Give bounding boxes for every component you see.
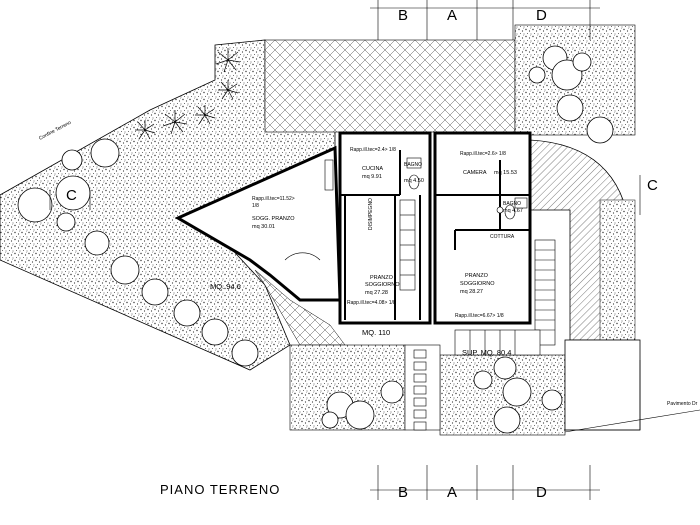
stairs [284,199,556,356]
pranzo-1-ratio: Rapp.ill.tec=4.08> 1/8 [347,300,396,306]
cottura-name: COTTURA [490,234,515,240]
bottom-right-paving [564,339,641,431]
sogg-name: SOGG. PRANZO [252,216,295,222]
sogg-area: mq 30.01 [252,224,275,230]
pranzo-2-name-2: SOGGIORNO [460,281,495,287]
axis-right-c: C [647,177,658,194]
trees [17,45,614,434]
pranzo-1-name-2: SOGGIORNO [365,282,400,288]
camera-ratio: Rapp.ill.tec=2.6> 1/8 [460,151,506,157]
axis-bottom-b: B [398,484,408,501]
axis-top-a: A [447,7,457,24]
bagno-2-area: mq 4.67 [503,208,523,214]
house [174,131,556,356]
lot-1-area: MQ. 94.6 [210,282,241,291]
pranzo-2-name: PRANZO [465,273,489,279]
axis-bottom-a: A [447,484,457,501]
sogg-ratio: Rapp.ill.tec=11.52> [252,196,295,202]
fixtures [324,157,528,220]
pranzo-1-name: PRANZO [370,275,394,281]
bagno-2-name: BAGNO [503,201,521,207]
axis-left-c: C [66,187,77,204]
lot-2-area: MQ. 110 [362,328,390,337]
stepping-stones [413,349,427,431]
cucina-area: mq 9.91 [362,174,382,180]
axis-top-d: D [536,7,547,24]
pranzo-2-ratio: Rapp.ill.tec=6.67> 1/8 [455,313,504,319]
camera-name: CAMERA [463,170,487,176]
pranzo-2-area: mq 28.27 [460,289,483,295]
axis-bottom-d: D [536,484,547,501]
lot-labels: MQ. 94.6 MQ. 110 SUP. MQ. 80.4 [210,282,511,357]
right-gravel [599,199,636,341]
lot-3-area: SUP. MQ. 80.4 [462,348,511,357]
drawing-title: PIANO TERRENO [160,482,280,497]
bagno-1-area: mq 4.50 [404,178,424,184]
sogg-ratio-2: 1/8 [252,203,259,209]
cucina-name: CUCINA [362,166,383,172]
bagno-1-name: BAGNO [404,162,422,168]
axis-labels: B A D B A D C C [66,7,658,501]
triangle-room [174,145,342,302]
cucina-ratio: Rapp.ill.tec=2.4> 1/8 [350,147,396,153]
room-labels: Rapp.ill.tec=2.4> 1/8 CUCINA mq 9.91 BAG… [252,147,523,319]
grid-lines [49,0,700,500]
axis-top-b: B [398,7,408,24]
top-paving [264,39,516,133]
palm-shrubs [135,48,241,140]
confine-terreno-label: Confine Terreno [38,120,72,142]
disimpegno-name: DISIMPEGNO [368,198,374,230]
camera-area: mq 15.53 [494,170,517,176]
unit-2 [433,131,532,325]
pavimento-label: Pavimento Dr [667,401,698,407]
pranzo-1-area: mq 27.28 [365,290,388,296]
